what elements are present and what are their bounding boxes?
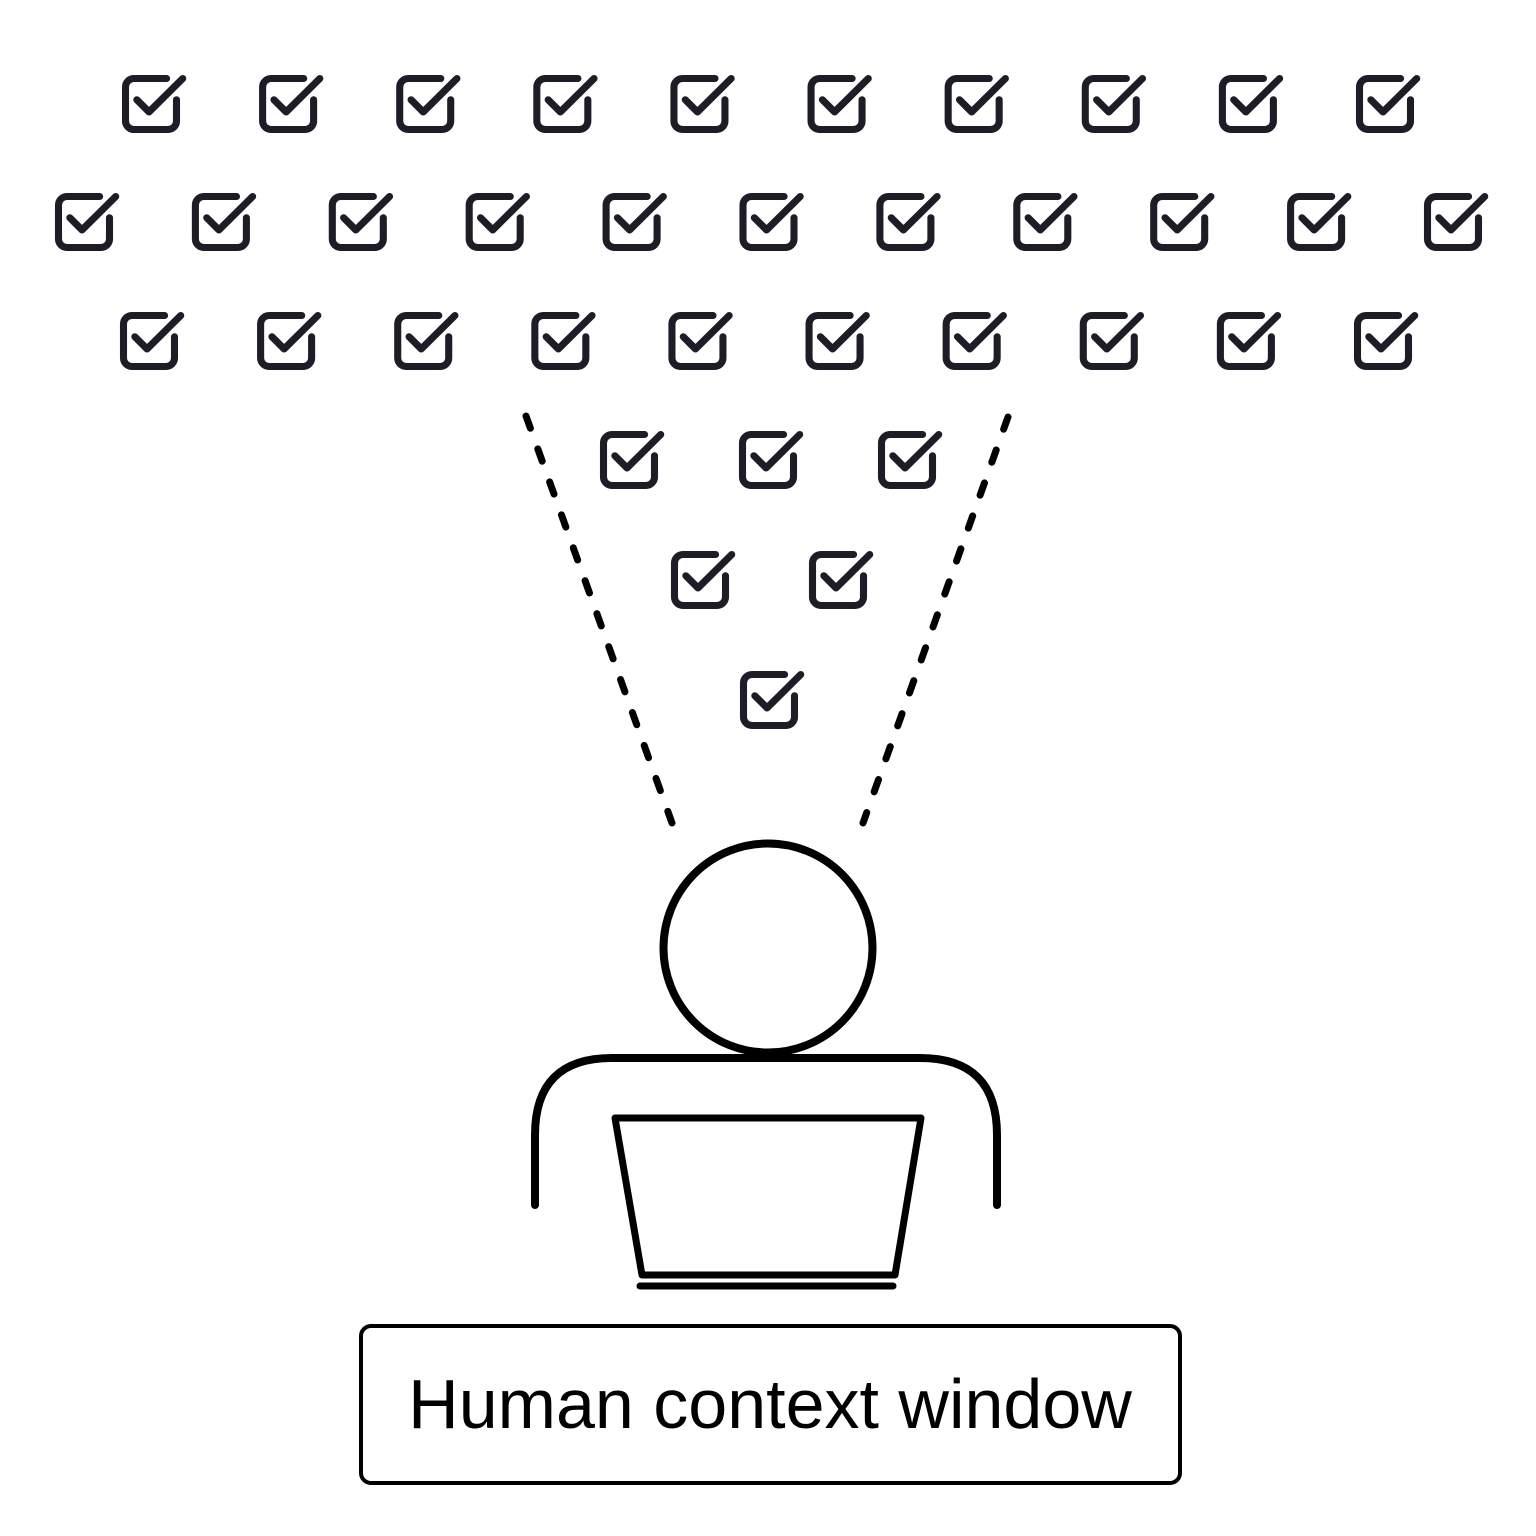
checkbox-checked-icon xyxy=(535,316,592,367)
checkbox-checked-icon xyxy=(813,555,870,606)
checkbox-checked-icon xyxy=(1428,197,1485,248)
checkbox-checked-icon xyxy=(744,675,801,726)
checkbox-checked-icon xyxy=(126,79,183,130)
checkbox-checked-icon xyxy=(675,555,732,606)
label-group: Human context window xyxy=(359,1324,1182,1485)
checkbox-checked-icon xyxy=(743,435,800,486)
checkbox-checked-icon xyxy=(537,79,594,130)
checkbox-checked-icon xyxy=(606,197,663,248)
checkbox-checked-icon xyxy=(946,316,1003,367)
person-at-laptop-icon xyxy=(531,839,1001,1290)
checkbox-checked-icon xyxy=(674,79,731,130)
checkbox-checked-icon xyxy=(1154,197,1211,248)
checkbox-checked-icon xyxy=(332,197,389,248)
checkbox-checked-icon xyxy=(880,197,937,248)
checkbox-checked-icon xyxy=(398,316,455,367)
person-shoulders xyxy=(531,1054,1001,1209)
person-head xyxy=(659,839,877,1057)
checkbox-checked-icon xyxy=(59,197,116,248)
checkbox-checked-icon xyxy=(743,197,800,248)
checkbox-grid xyxy=(59,79,1485,726)
laptop-screen xyxy=(611,1114,925,1279)
checkbox-checked-icon xyxy=(195,197,252,248)
checkbox-checked-icon xyxy=(809,316,866,367)
checkbox-checked-icon xyxy=(1083,316,1140,367)
checkbox-checked-icon xyxy=(1017,197,1074,248)
label-text: Human context window xyxy=(408,1365,1132,1443)
checkbox-checked-icon xyxy=(672,316,729,367)
checkbox-checked-icon xyxy=(882,435,939,486)
funnel-dashed-line-right xyxy=(859,413,1012,827)
checkbox-checked-icon xyxy=(1222,79,1279,130)
checkbox-checked-icon xyxy=(1291,197,1348,248)
funnel-dashed-line-left xyxy=(522,412,676,827)
checkbox-checked-icon xyxy=(948,79,1005,130)
checkbox-checked-icon xyxy=(1085,79,1142,130)
checkbox-checked-icon xyxy=(400,79,457,130)
checkbox-checked-icon xyxy=(263,79,320,130)
checkbox-checked-icon xyxy=(604,435,661,486)
checkbox-checked-icon xyxy=(469,197,526,248)
checkbox-checked-icon xyxy=(811,79,868,130)
checkbox-checked-icon xyxy=(1358,316,1415,367)
checkbox-checked-icon xyxy=(124,316,181,367)
checkbox-checked-icon xyxy=(261,316,318,367)
checkbox-checked-icon xyxy=(1360,79,1417,130)
label-box xyxy=(359,1324,1182,1485)
checkbox-checked-icon xyxy=(1220,316,1277,367)
